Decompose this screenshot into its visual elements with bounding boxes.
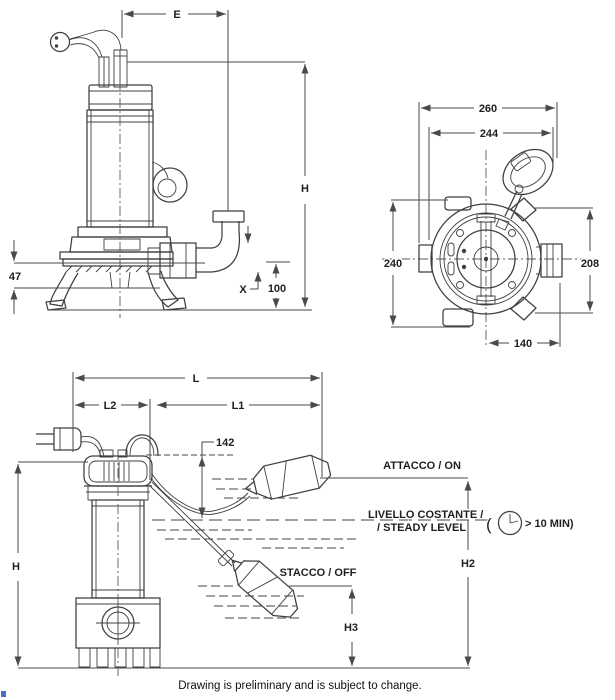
dimension-240: 240 <box>382 199 470 328</box>
dim-label-h-float: H <box>12 561 20 573</box>
dim-label-140: 140 <box>514 338 532 350</box>
dim-label-142: 142 <box>216 437 234 449</box>
timer-open-paren: ( <box>486 515 492 534</box>
dimension-e: E <box>121 8 229 211</box>
float-cables <box>148 473 251 567</box>
base-hatching <box>65 265 153 273</box>
dimension-260: 260 <box>418 102 558 243</box>
dim-label-l1: L1 <box>232 400 245 412</box>
dimension-140: 140 <box>489 283 561 352</box>
top-pump-outline <box>382 150 594 348</box>
float-switch-top <box>495 148 554 231</box>
power-plug-icon <box>49 29 122 59</box>
dimension-208: 208 <box>535 207 601 314</box>
footer-note: Drawing is preliminary and is subject to… <box>178 680 422 692</box>
side-view: E H 47 100 X <box>7 8 312 318</box>
artifact-mark <box>1 691 6 697</box>
dim-label-h3: H3 <box>344 622 358 634</box>
dim-label-x: X <box>239 284 247 296</box>
float-pump-outline <box>75 434 161 676</box>
dim-label-l2: L2 <box>104 400 117 412</box>
dim-label-h-side: H <box>301 183 309 195</box>
label-stacco-off: STACCO / OFF <box>280 567 357 579</box>
dimension-h2: H2 <box>320 477 477 666</box>
dimension-100: 100 <box>266 261 290 308</box>
timer-note: ( > 10 MIN) <box>485 510 575 536</box>
label-livello-costante: LIVELLO COSTANTE / <box>368 509 483 521</box>
timer-text: > 10 MIN) <box>525 518 574 530</box>
label-steady-level: / STEADY LEVEL <box>377 522 466 534</box>
dim-label-208: 208 <box>581 258 599 270</box>
dim-label-260: 260 <box>479 103 497 115</box>
dimension-l2: L2 <box>75 399 151 480</box>
dimension-47: 47 <box>7 240 205 314</box>
dimension-l: L <box>72 372 323 477</box>
dim-label-e: E <box>173 9 180 21</box>
dimension-l1: L1 <box>157 399 320 414</box>
clock-icon <box>497 510 523 536</box>
float-switch-off <box>231 559 299 618</box>
dimension-142: 142 <box>146 436 236 518</box>
side-pump-outline <box>45 49 245 318</box>
dimension-h-side: H <box>50 61 312 311</box>
top-view: 260 244 240 208 140 <box>382 102 601 352</box>
dim-label-l: L <box>193 373 200 385</box>
dimension-h-float: H <box>11 461 470 669</box>
dimension-244: 244 <box>428 127 554 240</box>
float-view: L L2 L1 142 H <box>11 372 575 676</box>
dim-label-47: 47 <box>9 271 21 283</box>
dim-label-100: 100 <box>268 283 286 295</box>
water-lines <box>152 478 491 619</box>
power-plug-side-icon <box>36 427 105 458</box>
dim-label-h2: H2 <box>461 558 475 570</box>
dimension-x: X <box>238 226 262 298</box>
dim-label-240: 240 <box>384 258 402 270</box>
label-attacco-on: ATTACCO / ON <box>383 460 461 472</box>
dim-label-244: 244 <box>480 128 499 140</box>
float-switch-on <box>244 454 332 500</box>
dimension-h3: H3 <box>289 585 360 666</box>
